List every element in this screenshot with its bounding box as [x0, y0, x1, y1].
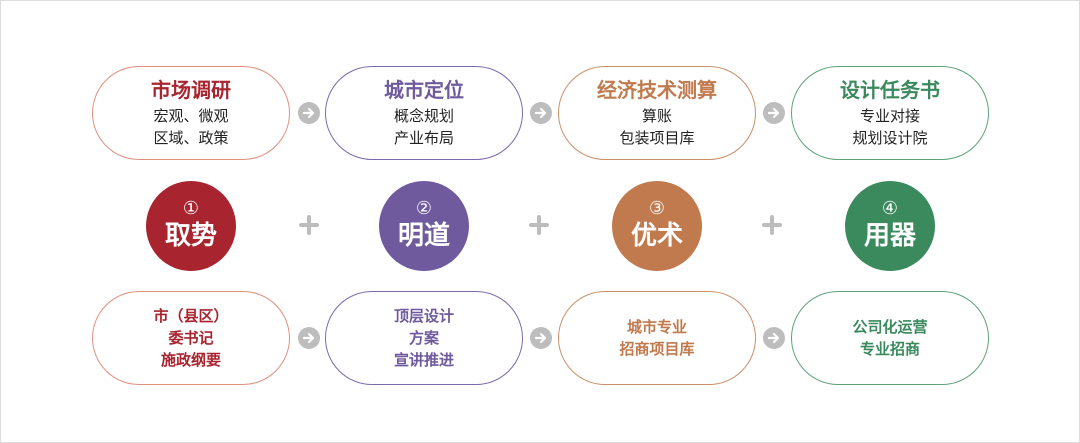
step-title: 设计任务书 [840, 78, 940, 102]
arrow-right-icon [763, 327, 785, 349]
pillar-label: 取势 [164, 221, 217, 251]
pillar-number: ③ [648, 198, 666, 219]
outcome-line: 宣讲推进 [393, 351, 454, 369]
outcome-top-level-design: 顶层设计 方案 宣讲推进 [325, 291, 523, 385]
step-line: 规划设计院 [852, 129, 928, 147]
step-line: 产业布局 [393, 129, 454, 147]
pillar-label: 优术 [630, 221, 683, 251]
outcome-line: 专业招商 [859, 340, 920, 358]
step-economic-calculation: 经济技术测算 算账 包装项目库 [558, 66, 756, 160]
step-line: 包装项目库 [619, 129, 695, 147]
step-title: 市场调研 [151, 78, 231, 102]
step-title: 经济技术测算 [597, 78, 717, 102]
outcome-investment-projects: 城市专业 招商项目库 [558, 291, 756, 385]
step-line: 区域、政策 [153, 129, 229, 147]
arrow-right-icon [763, 102, 785, 124]
outcome-line: 施政纲要 [160, 351, 221, 369]
outcome-line: 城市专业 [626, 318, 687, 336]
step-city-positioning: 城市定位 概念规划 产业布局 [325, 66, 523, 160]
plus-icon [298, 214, 320, 236]
outcome-policy-outline: 市（县区） 委书记 施政纲要 [92, 291, 290, 385]
pillar-circle-3: ③ 优术 [612, 181, 702, 271]
outcome-line: 公司化运营 [852, 318, 928, 336]
outcome-line: 委书记 [168, 329, 214, 347]
pillar-label: 明道 [397, 221, 450, 251]
arrow-right-icon [530, 327, 552, 349]
arrow-right-icon [298, 327, 320, 349]
plus-icon [761, 214, 783, 236]
outcome-line: 市（县区） [153, 307, 229, 325]
outcome-corporate-operation: 公司化运营 专业招商 [791, 291, 989, 385]
pillar-circle-2: ② 明道 [379, 181, 469, 271]
pillar-number: ② [415, 198, 433, 219]
arrow-right-icon [530, 102, 552, 124]
step-line: 概念规划 [393, 107, 454, 125]
arrow-right-icon [298, 102, 320, 124]
plus-icon [528, 214, 550, 236]
outcome-line: 顶层设计 [393, 307, 454, 325]
step-line: 算账 [641, 107, 672, 125]
pillar-label: 用器 [863, 221, 916, 251]
step-title: 城市定位 [384, 78, 464, 102]
step-line: 宏观、微观 [153, 107, 229, 125]
pillar-circle-4: ④ 用器 [845, 181, 935, 271]
outcome-line: 方案 [408, 329, 439, 347]
outcome-line: 招商项目库 [619, 340, 695, 358]
step-design-brief: 设计任务书 专业对接 规划设计院 [791, 66, 989, 160]
pillar-number: ④ [881, 198, 899, 219]
pillar-number: ① [182, 198, 200, 219]
pillar-circle-1: ① 取势 [146, 181, 236, 271]
step-line: 专业对接 [859, 107, 920, 125]
step-market-research: 市场调研 宏观、微观 区域、政策 [92, 66, 290, 160]
